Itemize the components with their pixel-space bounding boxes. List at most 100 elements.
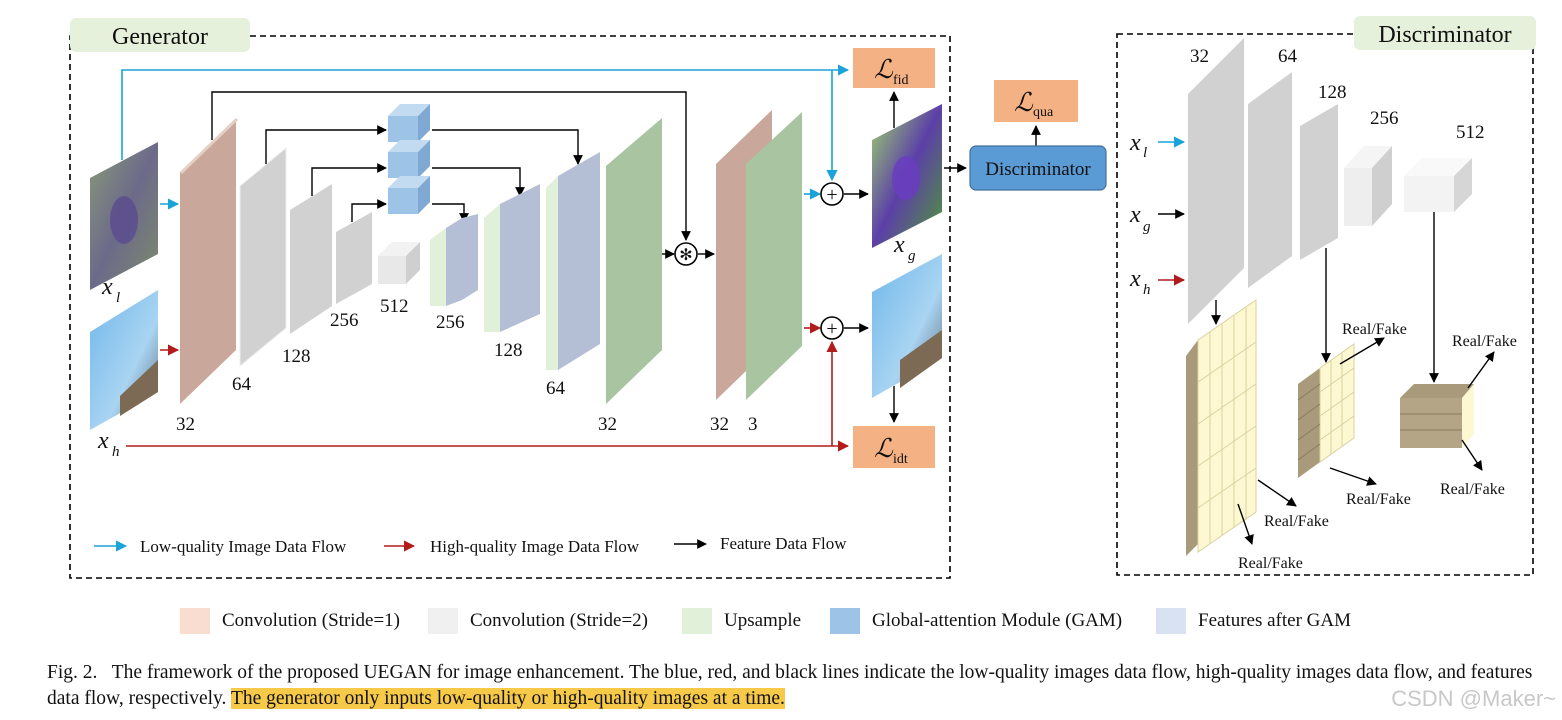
loss-qua-box [994, 80, 1078, 122]
block-conv1-32 [180, 118, 238, 404]
caption-text: The framework of the proposed UEGAN for … [47, 662, 1533, 709]
stage-label: 3 [748, 414, 758, 435]
discriminator-frame [1116, 33, 1534, 576]
flow-legend-low: Low-quality Image Data Flow [140, 537, 347, 556]
disc-input-xg-sub: g [1143, 219, 1151, 235]
stage-label: 32 [710, 414, 729, 435]
flow-legend-high: High-quality Image Data Flow [430, 537, 640, 556]
add-node-low [820, 182, 844, 206]
low-skip-line [121, 64, 850, 160]
stage-label: 64 [232, 374, 252, 395]
loss-qua-sub: qua [1033, 105, 1054, 120]
output-image-low [872, 104, 942, 248]
stage-label: 256 [436, 312, 465, 333]
block-legend: Convolution (Stride=1) Convolution (Stri… [0, 606, 1562, 642]
legend-swatch [428, 608, 458, 634]
gam-block-1 [388, 104, 430, 142]
input-high-symbol: x [97, 428, 109, 454]
realfake-label: Real/Fake [1452, 333, 1517, 350]
realfake-label: Real/Fake [1342, 321, 1407, 338]
discriminator-tab [1354, 16, 1536, 50]
loss-fid-script: ℒ [874, 55, 894, 84]
loss-idt-box [853, 426, 935, 468]
legend-item-conv-stride2: Convolution (Stride=2) [428, 606, 648, 636]
block-up-64 [546, 152, 600, 370]
disc-channel-label: 64 [1278, 46, 1298, 67]
legend-item-conv-stride1: Convolution (Stride=1) [180, 606, 400, 636]
add-symbol-low: + [826, 184, 837, 206]
discriminator-box [969, 145, 1107, 191]
figure-caption: Fig. 2. The framework of the proposed UE… [47, 660, 1547, 712]
realfake-label: Real/Fake [1264, 513, 1329, 530]
discriminator-title: Discriminator [1378, 22, 1511, 48]
legend-swatch [1156, 608, 1186, 634]
block-conv2-256 [336, 212, 372, 304]
loss-qua-script: ℒ [1014, 88, 1034, 117]
realfake-arrows [1237, 337, 1495, 545]
disc-block-256 [1344, 146, 1392, 226]
input-low-symbol: x [101, 274, 113, 300]
block-conv2-64 [239, 146, 287, 368]
realfake-label: Real/Fake [1238, 555, 1303, 572]
input-image-low [90, 142, 158, 290]
block-up-32 [606, 118, 662, 404]
patch-grid-small [1400, 384, 1474, 448]
legend-label: Convolution (Stride=2) [470, 610, 649, 631]
stage-labels: 32 64 128 256 512 256 128 64 32 32 3 [176, 296, 758, 435]
disc-block-32 [1188, 38, 1244, 324]
discriminator-box-label: Discriminator [985, 159, 1091, 180]
generator-frame [69, 35, 951, 579]
gam-block-3 [388, 176, 430, 214]
input-low-sub: l [116, 290, 120, 306]
legend-label: Features after GAM [1198, 610, 1352, 631]
legend-swatch [830, 608, 860, 634]
block-up-3-out [746, 112, 802, 400]
loss-fid-sub: fid [893, 73, 909, 88]
disc-channel-label: 256 [1370, 108, 1399, 129]
disc-input-xl-sub: l [1143, 145, 1147, 161]
realfake-label: Real/Fake [1346, 491, 1411, 508]
block-conv2-512 [378, 242, 420, 284]
stage-label: 128 [282, 346, 311, 367]
disc-block-512 [1404, 158, 1472, 212]
patch-grid-medium [1297, 343, 1355, 478]
realfake-labels: Real/Fake Real/Fake Real/Fake Real/Fake … [1238, 321, 1517, 572]
skip-arrows [211, 91, 691, 241]
stage-label: 32 [598, 414, 617, 435]
generator-tab [70, 18, 250, 52]
caption-prefix: Fig. 2. [47, 662, 98, 683]
realfake-label: Real/Fake [1440, 481, 1505, 498]
stage-label: 256 [330, 310, 359, 331]
flow-legend: Low-quality Image Data Flow High-quality… [94, 534, 847, 556]
loss-idt-script: ℒ [874, 434, 894, 463]
disc-channel-label: 512 [1456, 122, 1485, 143]
stage-label: 128 [494, 340, 523, 361]
legend-item-after-gam: Features after GAM [1156, 606, 1351, 636]
add-symbol-high: + [826, 318, 837, 340]
output-sub: g [908, 248, 916, 264]
multiply-symbol: ✻ [679, 247, 692, 264]
stage-label: 64 [546, 378, 566, 399]
loss-idt-sub: idt [893, 452, 908, 467]
stage-label: 32 [176, 414, 195, 435]
legend-item-gam: Global-attention Module (GAM) [830, 606, 1122, 636]
legend-swatch [180, 608, 210, 634]
patch-grid-large [1186, 299, 1257, 556]
disc-channel-labels: 32 64 128 256 512 [1190, 46, 1485, 143]
stage-label: 512 [380, 296, 409, 317]
legend-item-upsample: Upsample [682, 606, 801, 636]
disc-channel-label: 128 [1318, 82, 1347, 103]
disc-channel-label: 32 [1190, 46, 1209, 67]
disc-block-128 [1300, 104, 1338, 260]
disc-block-64 [1248, 72, 1292, 288]
block-up-128 [484, 184, 540, 332]
add-node-high [820, 316, 844, 340]
disc-input-xl: x [1129, 130, 1141, 156]
disc-input-xh: x [1129, 266, 1141, 292]
block-up-256 [430, 214, 478, 306]
legend-swatch [682, 608, 712, 634]
input-image-high [90, 290, 158, 430]
disc-input-xh-sub: h [1143, 282, 1151, 298]
legend-label: Upsample [724, 610, 802, 631]
legend-label: Convolution (Stride=1) [222, 610, 401, 631]
